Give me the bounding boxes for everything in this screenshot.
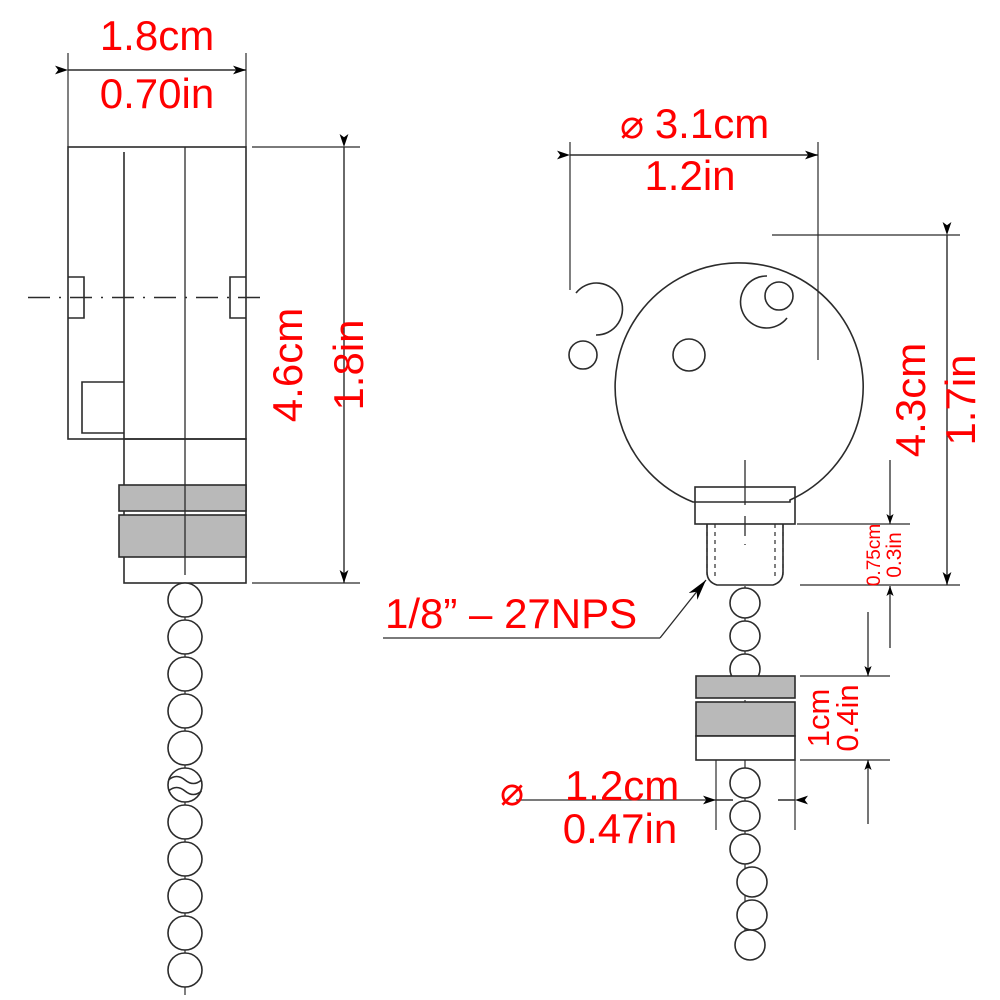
chain-diameter-cm-label: 1.2cm <box>565 762 679 809</box>
collar-base-right-view <box>695 735 796 761</box>
collar-height-in-label: 0.4in <box>830 684 865 751</box>
chain-bead <box>167 619 203 655</box>
mounting-ear-upper-right <box>739 275 788 329</box>
chain-bead <box>729 800 761 832</box>
switch-housing-outline <box>67 146 247 440</box>
chain-bead <box>167 656 203 692</box>
mounting-ear-lower-left <box>575 282 624 336</box>
chain-diameter-in-label: 0.47in <box>563 805 677 852</box>
collar-upper-band <box>118 484 247 512</box>
body-diameter-in-label: 1.2in <box>644 152 735 199</box>
thread-specification-label: 1/8” – 27NPS <box>385 590 637 637</box>
chain-bead <box>167 841 203 877</box>
chain-bead <box>729 620 761 652</box>
chain-bead-break <box>167 767 203 803</box>
thread-length-cm-label: 0.75cm <box>864 524 885 586</box>
front-elevation-view <box>568 262 864 961</box>
chain-bead <box>167 804 203 840</box>
collar-height-cm-label: 1cm <box>801 689 836 748</box>
chain-bead <box>729 587 761 619</box>
chain-bead <box>734 929 766 961</box>
chain-bead <box>167 878 203 914</box>
collar-lower-band <box>118 514 247 558</box>
body-diameter-cm-label: 3.1cm <box>655 100 769 147</box>
center-shaft-hole <box>672 338 706 372</box>
bead-chain-upper-right-view <box>729 587 761 685</box>
thread-length-in-label: 0.3in <box>883 532 906 578</box>
break-symbol-wave-lower <box>168 786 202 796</box>
collar-upper-band-right-view <box>695 675 796 699</box>
chain-diameter-symbol-icon: ⌀ <box>500 770 524 814</box>
chain-bead <box>167 915 203 951</box>
overall-height-in-label: 1.7in <box>937 354 984 445</box>
body-height-in-label: 1.8in <box>325 319 372 410</box>
chain-bead <box>729 767 761 799</box>
round-body-outline <box>614 262 864 503</box>
body-width-in-label: 0.70in <box>100 70 214 117</box>
mounting-hole-upper-right <box>764 281 794 311</box>
housing-right-tab <box>229 276 246 319</box>
chain-bead <box>167 693 203 729</box>
chain-bead <box>736 899 768 931</box>
chain-bead <box>167 952 203 988</box>
mounting-hole-lower-left <box>568 340 598 370</box>
housing-internal-recess <box>81 381 124 434</box>
threaded-stem-outline <box>706 524 784 586</box>
body-height-cm-label: 4.6cm <box>264 308 311 422</box>
body-width-cm-label: 1.8cm <box>100 12 214 59</box>
collar-lower-band-right-view <box>695 701 796 737</box>
break-symbol-wave-upper <box>168 775 202 785</box>
diameter-symbol-icon: ⌀ <box>620 103 644 147</box>
thread-callout-leader <box>659 579 707 639</box>
chain-bead <box>729 833 761 865</box>
side-elevation-view <box>28 146 268 995</box>
chain-bead <box>736 866 768 898</box>
bead-chain-lower-right-view <box>729 760 768 961</box>
chain-bead <box>167 582 203 618</box>
bead-chain-left-view <box>167 582 203 995</box>
overall-height-cm-label: 4.3cm <box>887 343 934 457</box>
chain-bead <box>167 730 203 766</box>
